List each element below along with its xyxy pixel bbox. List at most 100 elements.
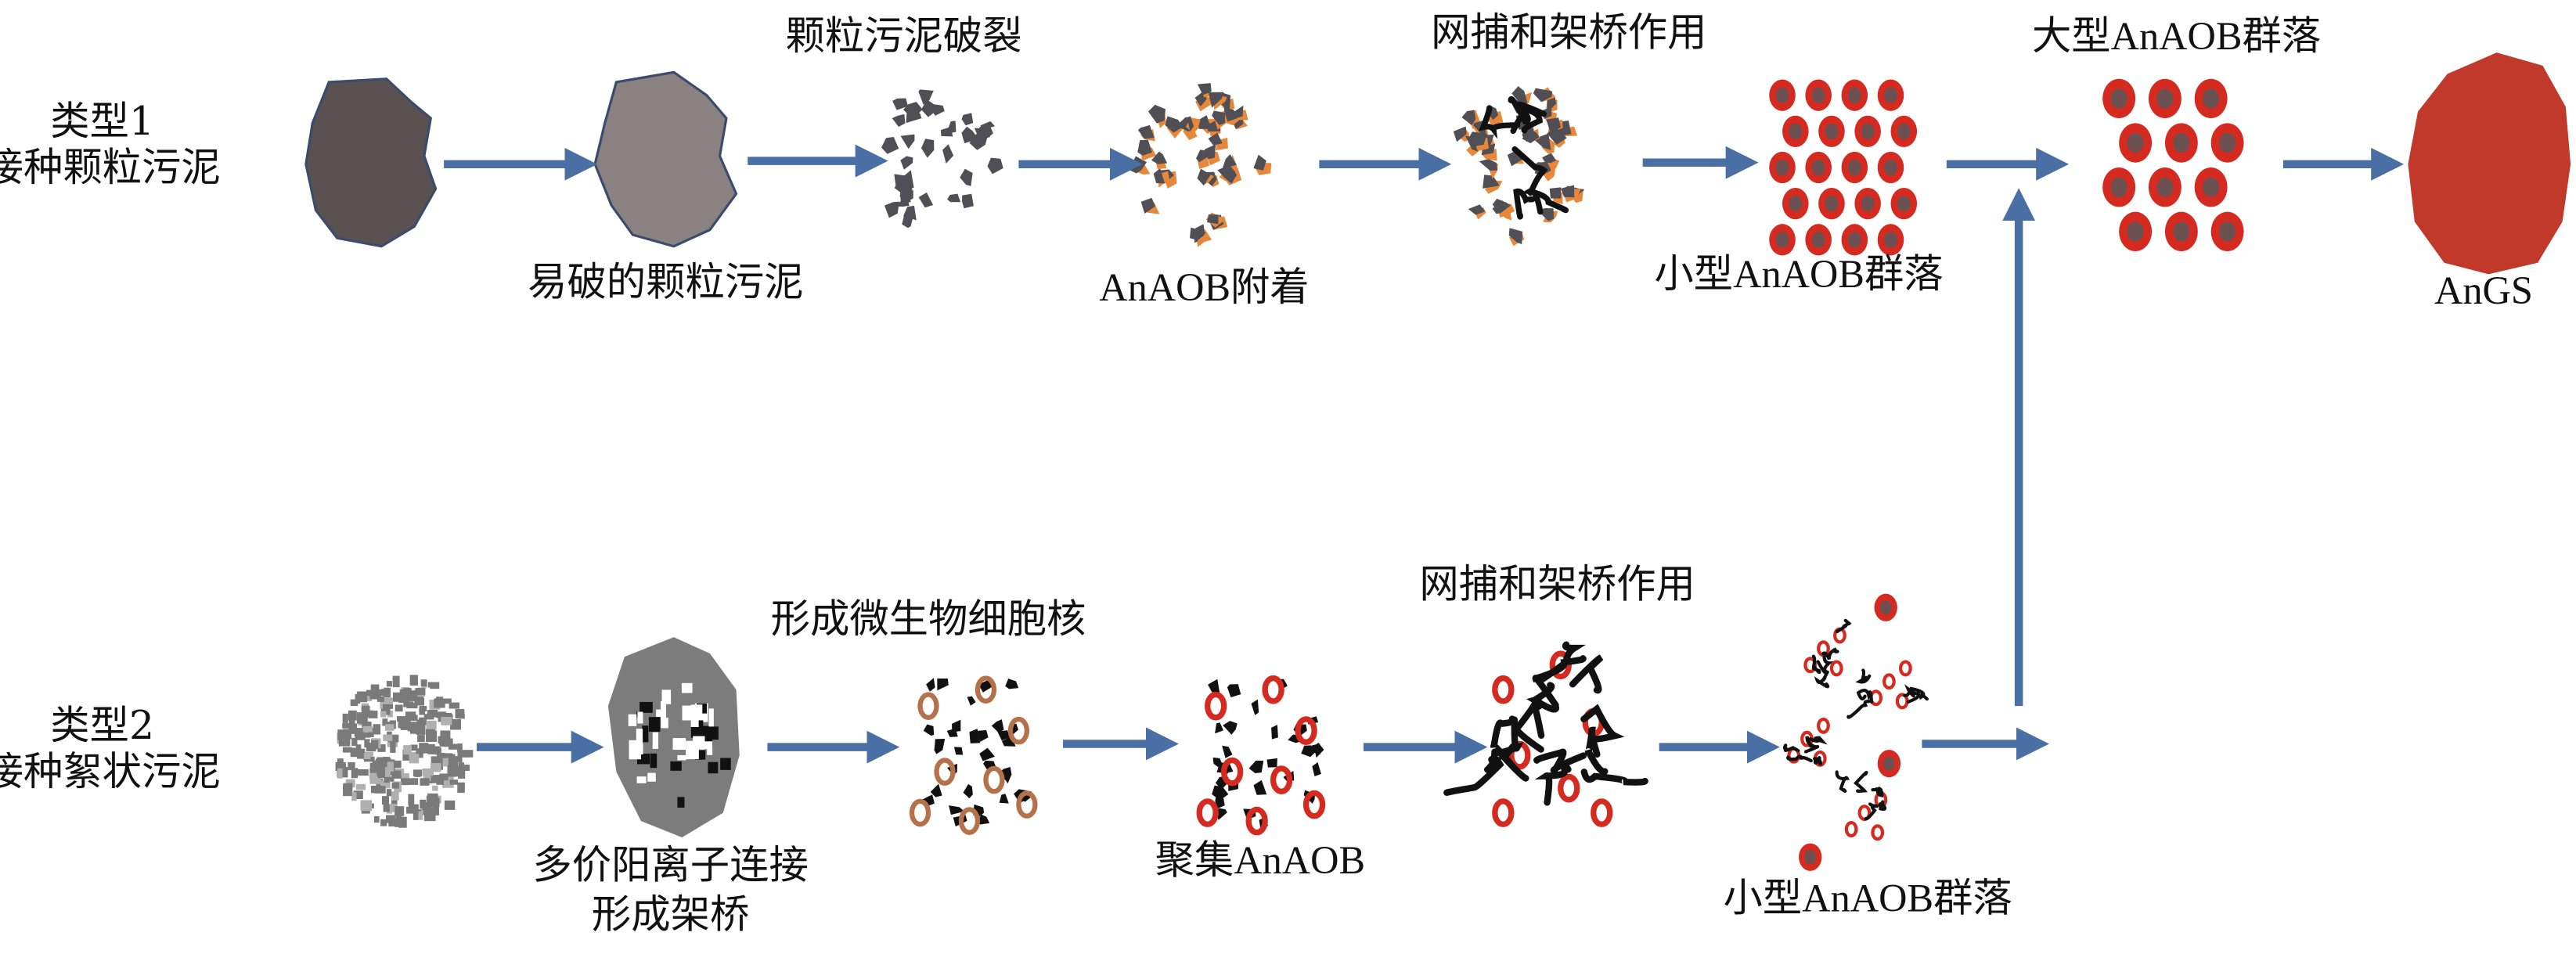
floc-particle — [337, 763, 346, 771]
floc-fragment — [949, 805, 964, 815]
floc-particle — [432, 785, 438, 791]
floc-particle — [366, 689, 373, 697]
caption-netting-bridging-1: 网捕和架桥作用 — [1431, 9, 1706, 56]
floc-particle — [376, 764, 385, 776]
angs-granule — [2408, 52, 2571, 275]
floc-fragment — [934, 738, 946, 754]
floc-fragment — [1215, 794, 1225, 809]
bridging-strand — [1855, 668, 1872, 684]
floc-particle — [383, 705, 391, 715]
sludge-fragment — [1190, 227, 1206, 240]
anaob-cell — [1196, 798, 1219, 827]
cation-bridge-mark — [681, 682, 693, 693]
sludge-fragment — [1222, 154, 1238, 169]
type2-label-line1: 类型2 — [50, 702, 154, 748]
floc-particle — [362, 725, 373, 733]
floc-particle — [457, 743, 463, 753]
sludge-fragment — [1140, 197, 1155, 214]
sludge-fragment — [884, 201, 899, 218]
floc-particle — [434, 747, 441, 755]
colony-core — [1861, 196, 1875, 212]
cation-bridge-mark — [628, 714, 637, 726]
floc-particle — [387, 761, 394, 772]
bridging-strand — [1484, 748, 1502, 773]
sludge-fragment — [895, 195, 910, 207]
anaob-cell — [1882, 673, 1896, 690]
microbial-nucleus — [1007, 716, 1030, 745]
microbial-nucleus — [909, 798, 931, 827]
bridging-strand — [1533, 748, 1587, 776]
bridging-strand — [1814, 670, 1830, 689]
floc-particle — [343, 784, 352, 797]
floc-particle — [390, 741, 396, 753]
sludge-fragment — [1153, 167, 1166, 184]
floc-particle — [423, 714, 434, 720]
floc-particle — [357, 769, 369, 776]
fragile-granular-sludge — [593, 70, 738, 248]
bridging-strand — [1821, 647, 1839, 661]
floc-particle — [353, 790, 363, 800]
floc-particle — [422, 768, 434, 776]
floc-particle — [359, 732, 371, 738]
floc-particle — [427, 710, 438, 718]
floc-particle — [358, 751, 364, 759]
colony-core — [2127, 132, 2144, 153]
floc-particle — [381, 689, 387, 697]
floc-particle — [400, 718, 411, 730]
bridging-strand — [1580, 704, 1625, 743]
floc-particle — [443, 738, 453, 747]
floc-particle — [426, 720, 437, 729]
anaob-cell — [1844, 821, 1858, 838]
floc-fragment — [979, 747, 995, 761]
sludge-fragment — [1208, 132, 1223, 146]
colony-core — [2173, 221, 2190, 242]
floc-particle — [403, 701, 414, 707]
floc-particle — [449, 702, 459, 709]
floc-particle — [376, 697, 384, 702]
floc-particle — [401, 772, 409, 779]
floc-particle — [388, 815, 396, 827]
bridging-strand — [1904, 684, 1921, 704]
floc-particle — [391, 770, 402, 779]
bridging-strand — [1522, 188, 1569, 215]
anaob-cell — [1871, 824, 1885, 841]
colony-core — [2127, 221, 2144, 242]
floc-fragment — [1312, 761, 1321, 776]
caption-cation-bridging-line1: 多价阳离子连接 — [532, 841, 808, 887]
colony-core — [1811, 232, 1825, 248]
floc-particle — [394, 760, 402, 769]
floc-particle — [419, 707, 426, 715]
colony-core — [2156, 177, 2174, 197]
floc-particle — [337, 758, 344, 766]
anaob-cell — [1591, 798, 1613, 827]
floc-particle — [444, 800, 456, 810]
caption-aggregate-anaob: 聚集AnAOB — [1155, 838, 1366, 882]
caption-angs: AnGS — [2434, 268, 2533, 312]
cation-bridge-mark — [638, 743, 643, 755]
floc-particle — [386, 789, 392, 797]
floc-particle — [373, 724, 381, 735]
colony-core — [1879, 600, 1892, 615]
sludge-fragment — [1151, 151, 1168, 164]
colony-core — [1884, 87, 1897, 103]
floc-particle — [455, 756, 463, 762]
sludge-fragment — [962, 193, 974, 209]
microbial-nuclei — [909, 675, 1038, 835]
caption-netting-bridging-2: 网捕和架桥作用 — [1419, 561, 1695, 607]
bridging-strand — [1878, 800, 1887, 812]
bridging-strand — [1836, 618, 1852, 634]
floc-particle — [441, 753, 453, 761]
flocculent-sludge — [335, 675, 474, 828]
floc-fragment — [923, 724, 935, 736]
bridging-strand — [1808, 736, 1828, 745]
floc-particle — [420, 778, 430, 786]
cation-bridge-mark — [704, 741, 712, 750]
floc-fragment — [991, 719, 1004, 733]
floc-particle — [458, 768, 466, 779]
bridging-strand — [1903, 686, 1929, 701]
floc-particle — [405, 711, 416, 720]
floc-particle — [348, 710, 357, 721]
anaob-attached-fragments — [1129, 83, 1272, 247]
sludge-fragment — [900, 134, 915, 149]
